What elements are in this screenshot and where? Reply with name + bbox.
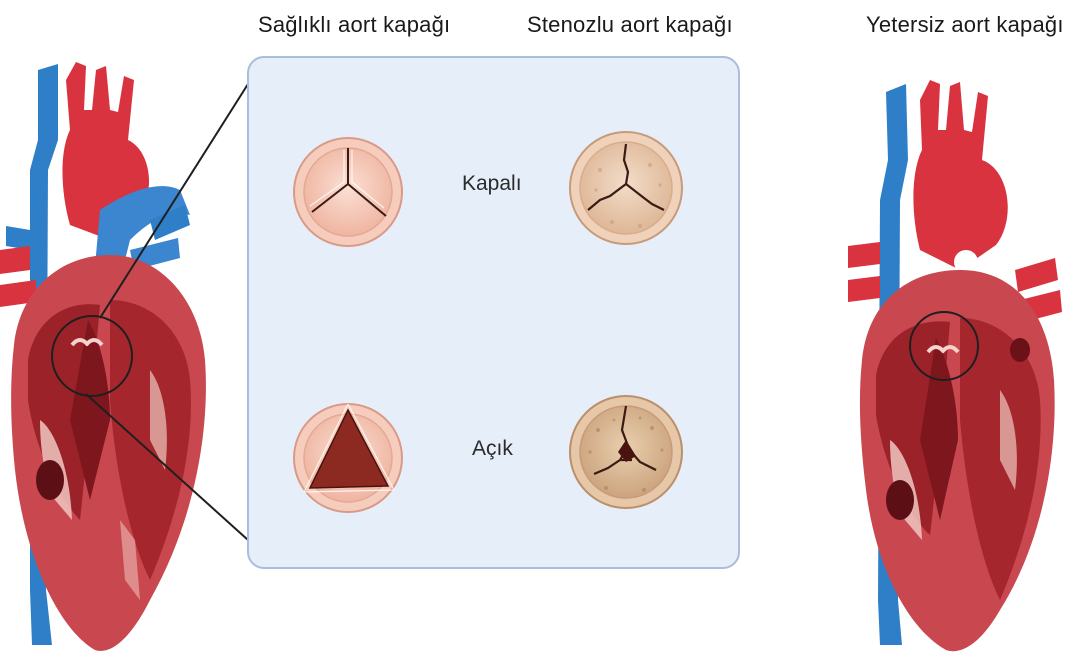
healthy-closed-valve [294,138,402,246]
healthy-valve-title: Sağlıklı aort kapağı [258,12,450,38]
stenotic-closed-valve [570,132,682,244]
closed-state-label: Kapalı [462,172,522,196]
left-heart-illustration [0,62,206,651]
stenotic-open-valve [570,396,682,508]
open-state-label: Açık [472,437,513,461]
insufficient-valve-title: Yetersiz aort kapağı [866,12,1064,38]
stenotic-valve-title: Stenozlu aort kapağı [527,12,733,38]
healthy-open-valve [294,404,402,512]
right-heart-illustration [848,80,1062,651]
